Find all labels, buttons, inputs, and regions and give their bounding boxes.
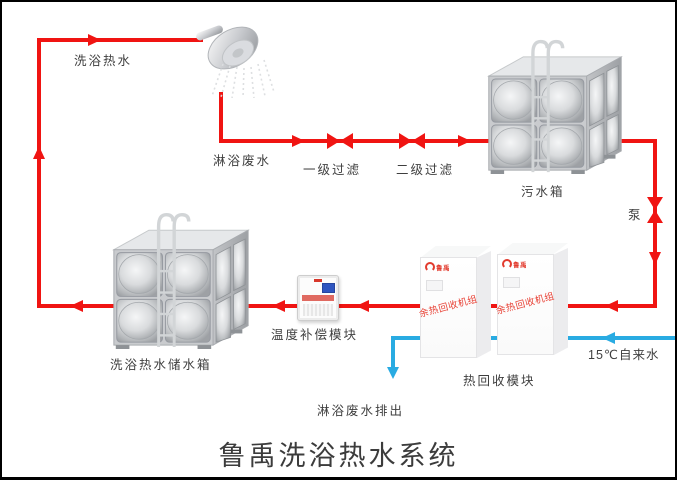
valve-triangle [647,210,663,223]
valve-triangle [340,133,353,149]
heat-recovery-unit-2: 鲁禹 余热回收机组 [495,243,569,356]
unit-front-face: 鲁禹 余热回收机组 [418,257,479,358]
brand-swirl-icon [502,259,512,269]
hot-pipe-bottom-horizontal [37,304,657,308]
diagram-title: 鲁禹洗浴热水系统 [218,441,459,471]
tc-logo-mark [314,279,322,282]
shower-drop-pipe [219,92,223,143]
hot-pipe-right-vertical [653,139,657,308]
cold-flow-arrow-left [602,332,615,344]
label-sewage-tank: 污水箱 [521,185,565,199]
flow-arrow-right [292,135,305,147]
unit-side-face [477,251,491,358]
unit-display [503,277,520,288]
label-waste-discharge: 淋浴废水排出 [317,404,405,418]
brand-logo: 鲁禹 [425,262,450,272]
waste-pipe-horizontal [219,139,490,143]
label-hot-supply: 洗浴热水 [74,54,133,68]
brand-logo: 鲁禹 [502,259,527,269]
label-filter-stage2: 二级过滤 [396,163,455,177]
flow-arrow-left [605,300,618,312]
tank-outlet-pipe [612,139,657,143]
heat-recovery-unit-1: 鲁禹 余热回收机组 [418,246,492,359]
label-tap-water: 15℃自来水 [588,348,660,362]
flow-arrow-left [272,300,285,312]
temperature-compensation-box [297,275,339,321]
cold-flow-arrow-down [387,367,399,379]
unit-display [426,280,443,291]
label-pump: 泵 [628,208,643,222]
filter-valve-2 [399,133,425,149]
filter-valve-1 [327,133,353,149]
label-storage-tank: 洗浴热水储水箱 [110,358,212,372]
valve-triangle [327,133,340,149]
valve-triangle [412,133,425,149]
brand-text: 鲁禹 [436,265,450,272]
label-heat-recovery-module: 热回收模块 [463,374,536,388]
flow-arrow-down [649,252,661,265]
unit-top-face [497,243,568,255]
brand-text: 鲁禹 [513,262,527,269]
tc-display [322,283,335,293]
valve-triangle [647,197,663,210]
unit-label: 余热回收机组 [495,290,556,318]
label-temperature-compensation: 温度补偿模块 [271,328,359,342]
unit-top-face [420,246,491,258]
pump-valve [647,197,663,223]
flow-arrow-right [88,34,101,46]
valve-triangle [399,133,412,149]
storage-tank-image [111,212,251,349]
shower-head-image [196,25,275,98]
sewage-tank-image [486,39,624,174]
flow-arrow-right [458,135,471,147]
unit-side-face [554,248,568,355]
label-filter-stage1: 一级过滤 [303,163,362,177]
unit-label: 余热回收机组 [418,293,479,321]
flow-arrow-left [70,300,83,312]
hot-pipe-left-vertical [37,40,41,308]
label-shower-waste: 淋浴废水 [213,154,272,168]
hot-pipe-top-horizontal [37,38,203,42]
unit-front-face: 鲁禹 余热回收机组 [495,254,556,355]
tc-vent-ridges [303,304,333,316]
brand-swirl-icon [425,262,435,272]
tc-model-band [302,295,334,301]
flow-arrow-up [33,146,45,159]
cold-pipe-discharge-vertical [391,336,395,370]
flow-arrow-left [356,300,369,312]
